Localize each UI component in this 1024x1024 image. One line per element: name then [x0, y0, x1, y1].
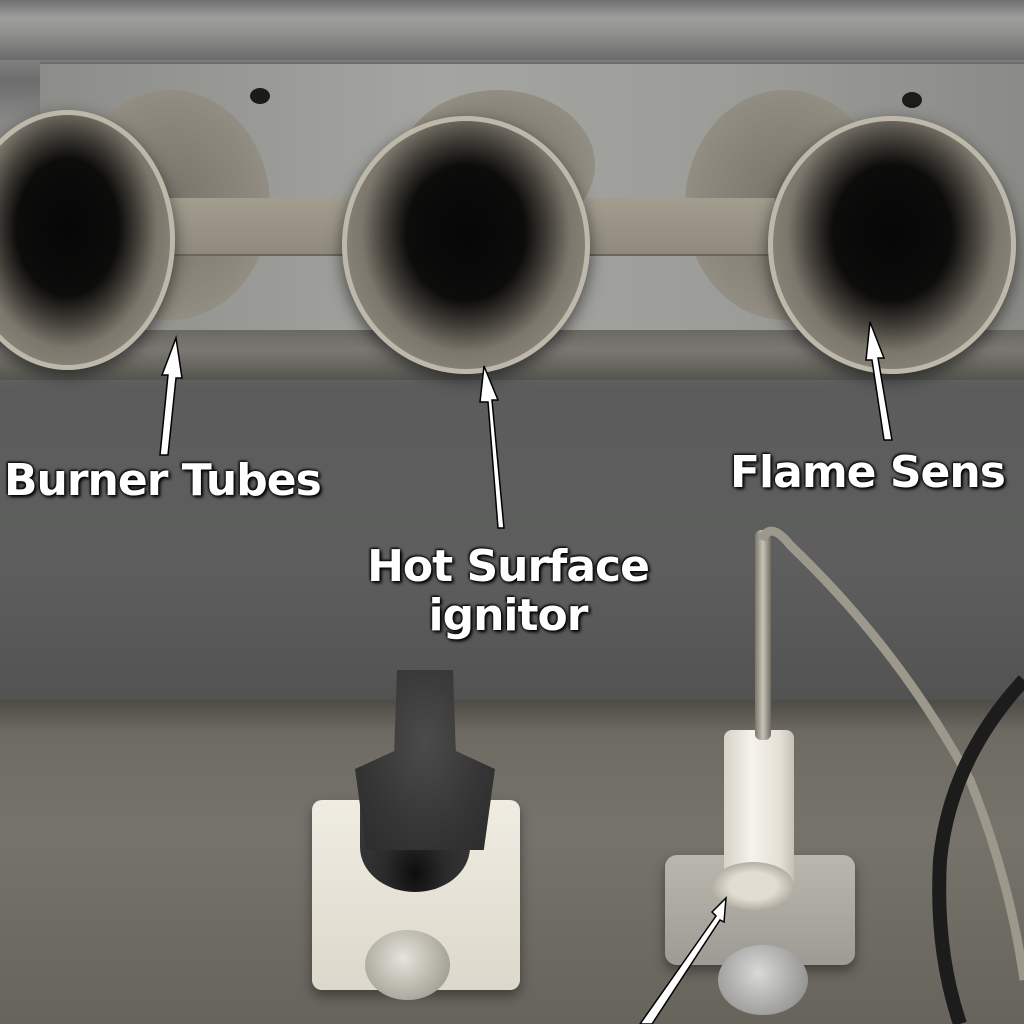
flame-sensor-mount-nut: [718, 945, 808, 1015]
flame-sensor-rod: [755, 530, 771, 740]
burner-tube-left: [0, 110, 175, 370]
label-burner-tubes: Burner Tubes: [4, 455, 322, 506]
label-flame-sensor: Flame Sens: [730, 447, 1006, 498]
top-rail: [0, 0, 1024, 60]
ignitor-mount-nut: [365, 930, 450, 1000]
burner-bracket: [165, 198, 350, 256]
burner-bracket: [585, 198, 775, 256]
flame-sensor-ring: [712, 862, 794, 910]
burner-tube-center: [342, 116, 590, 374]
mounting-hole: [250, 88, 270, 104]
label-hot-surface-ignitor: Hot Surface ignitor: [348, 542, 668, 641]
label-hot-surface-ignitor-line1: Hot Surface: [367, 541, 650, 592]
mounting-hole: [902, 92, 922, 108]
label-hot-surface-ignitor-line2: ignitor: [428, 590, 589, 642]
burner-tube-right: [768, 116, 1016, 374]
hot-surface-ignitor-element: [355, 670, 495, 850]
